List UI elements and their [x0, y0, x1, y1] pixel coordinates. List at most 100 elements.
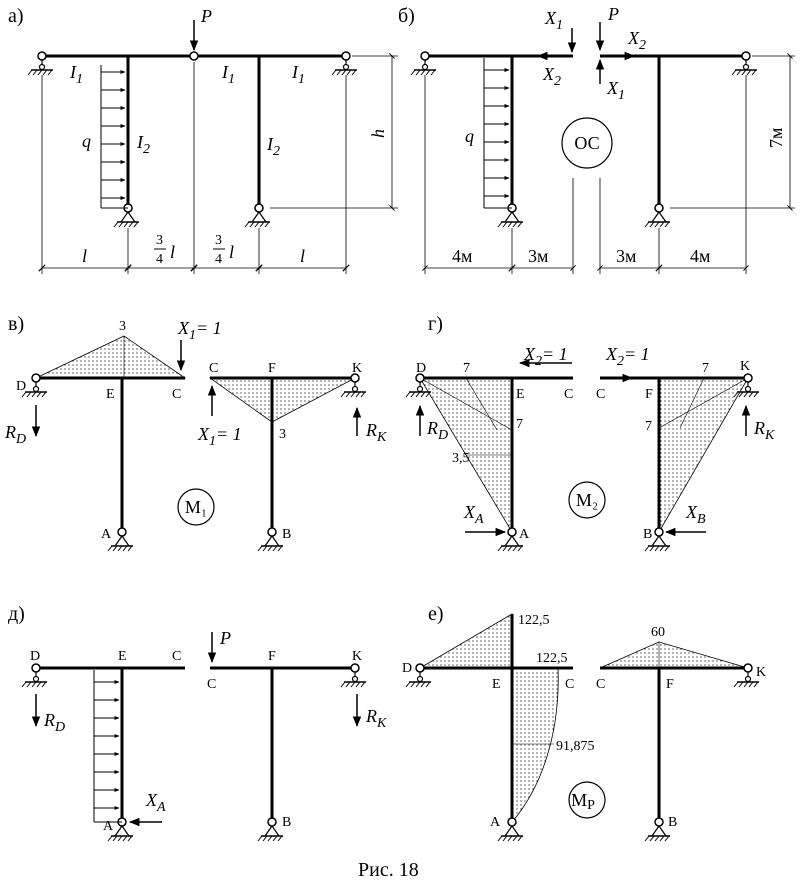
x2-label: X2= 1 [605, 344, 650, 369]
panel-v: в) 3 3 X1= 1 X1= 1 D E C C F K A B RD RK… [4, 313, 387, 552]
node-label: D [30, 649, 40, 664]
rd-label: RD [426, 418, 448, 443]
dim-l: l [229, 242, 234, 262]
dim-label: 3м [616, 246, 636, 266]
panel-d-label: д) [8, 603, 25, 625]
m2-badge: M₂ [576, 490, 598, 510]
hinge [189, 51, 199, 61]
frac-den: 4 [156, 252, 163, 267]
node-label: F [268, 361, 276, 376]
node-label: C [172, 387, 181, 402]
height-label: 7м [766, 128, 786, 148]
panel-g-label: г) [428, 313, 443, 335]
distributed-load-q [100, 65, 128, 209]
value-label: 7 [463, 361, 470, 376]
node-label: B [668, 815, 677, 830]
frac-den: 4 [215, 252, 222, 267]
i2-right: I2 [266, 134, 280, 159]
p-label: P [607, 4, 619, 24]
rk-label: RK [753, 418, 775, 443]
node-label: C [564, 387, 573, 402]
os-label: ОС [574, 133, 599, 153]
figure-caption: Рис. 18 [358, 859, 419, 881]
i1-left: I1 [69, 62, 83, 87]
dim-label: 4м [690, 246, 710, 266]
dim-l: l [170, 242, 175, 262]
panel-v-label: в) [8, 313, 24, 335]
panel-e: е) 122,5 122,5 91,875 60 D E C C F K A B… [402, 603, 766, 842]
rk-label: RK [365, 706, 387, 731]
rd-label: RD [4, 422, 26, 447]
moment-area [511, 667, 559, 824]
panel-g: г) 7 7 3,5 7 7 X2= 1 X2= 1 D E C C F K A… [405, 313, 775, 552]
node-label: F [645, 387, 653, 402]
i2-left: I2 [136, 132, 150, 157]
dim-label: 4м [452, 246, 472, 266]
node-label: K [352, 361, 362, 376]
value-label: 122,5 [536, 651, 568, 666]
node-label: C [596, 387, 605, 402]
node-label: D [16, 379, 26, 394]
x2-label: X2 [542, 64, 561, 89]
node-label: C [172, 649, 181, 664]
node-label: E [516, 387, 525, 402]
pin-support-icon [244, 203, 271, 228]
pin-support-icon [257, 527, 284, 552]
dimension-line [38, 62, 350, 274]
x1-label: X1= 1 [197, 424, 242, 449]
moment-area [35, 335, 187, 379]
xa-label: XA [463, 502, 484, 527]
dim-label: 3м [528, 246, 548, 266]
rk-label: RK [365, 420, 387, 445]
value-label: 122,5 [518, 613, 550, 628]
frac-num: 3 [215, 233, 222, 248]
distributed-load-q [93, 670, 122, 823]
value-label: 7 [702, 361, 709, 376]
node-label: D [416, 361, 426, 376]
m1-badge: M₁ [185, 497, 207, 517]
node-label: F [666, 677, 674, 692]
value-label: 7 [645, 419, 652, 434]
node-label: C [596, 677, 605, 692]
value-label: 7 [516, 417, 523, 432]
node-label: A [103, 819, 114, 834]
q-label: q [465, 126, 474, 146]
rd-label: RD [43, 710, 65, 735]
node-label: B [643, 527, 652, 542]
dim-l: l [82, 246, 87, 266]
node-label: E [106, 387, 115, 402]
pin-support-icon [644, 203, 671, 228]
distributed-load-q [483, 58, 512, 209]
pin-support-icon [107, 527, 134, 552]
dim-l: l [300, 246, 305, 266]
pin-support-icon [644, 817, 671, 842]
node-label: K [740, 359, 750, 374]
q-label: q [82, 131, 91, 151]
node-label: D [402, 661, 412, 676]
node-label: E [118, 649, 127, 664]
node-label: K [352, 649, 362, 664]
value-label: 3,5 [452, 451, 470, 466]
node-label: F [268, 649, 276, 664]
i1-right: I1 [291, 62, 305, 87]
frac-num: 3 [156, 233, 163, 248]
value-label: 3 [119, 319, 126, 334]
x1-label: X1 [606, 78, 625, 103]
panel-b-label: б) [398, 5, 415, 27]
node-label: A [101, 527, 112, 542]
x1-label: X1 [544, 8, 563, 33]
node-label: C [565, 677, 574, 692]
panel-d: д) P D E C C F K A B RD [8, 603, 387, 842]
panel-e-label: е) [428, 603, 444, 625]
value-label: 3 [279, 427, 286, 442]
x2-label: X2= 1 [523, 344, 568, 369]
node-label: C [207, 677, 216, 692]
node-label: B [282, 527, 291, 542]
moment-area [658, 377, 749, 534]
panel-a-label: а) [8, 5, 24, 27]
node-label: K [756, 665, 766, 680]
xa-label: XA [145, 790, 166, 815]
pin-support-icon [497, 203, 524, 228]
moment-area [599, 641, 749, 669]
